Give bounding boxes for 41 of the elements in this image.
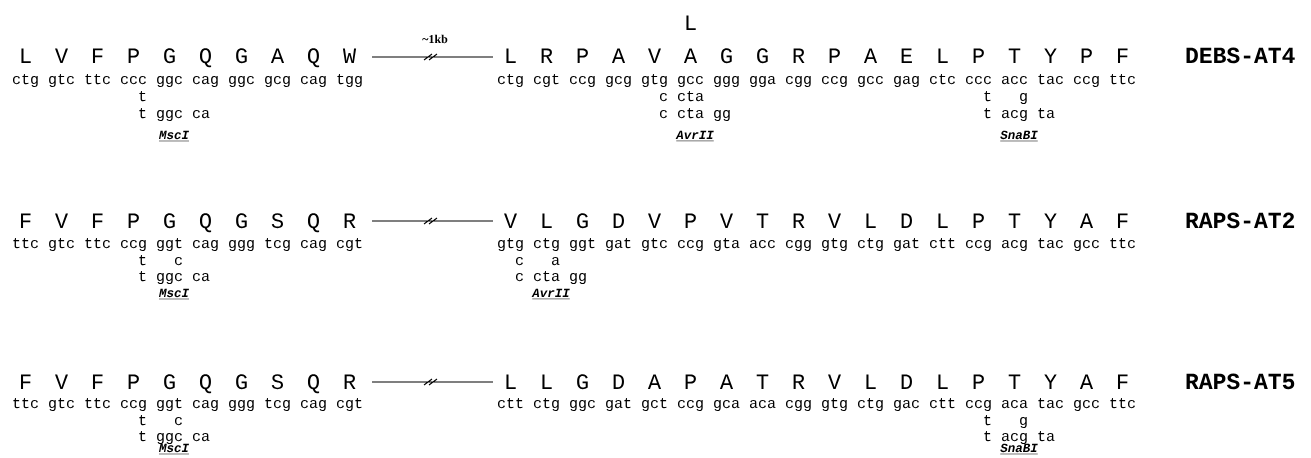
amino-acid-sequence: F V F P G Q G S Q R [21, 374, 356, 394]
mutation-bases: a [551, 256, 560, 266]
sequence-name: RAPS-AT5 [1186, 373, 1295, 390]
amino-acid-sequence: L L G D A P A T R V L D L P T Y A F [506, 374, 1128, 390]
restriction-site-name: MscI [158, 443, 190, 455]
mutation-bases: t [139, 91, 146, 102]
restriction-site-name: AvrII [675, 130, 715, 142]
restriction-site-name: SnaBI [1000, 130, 1039, 142]
mutation-bases: t acg ta [984, 108, 1055, 122]
mutation-bases: c [515, 256, 523, 266]
sequence-name: DEBS-AT4 [1186, 47, 1295, 64]
residue-substitution: L [686, 15, 696, 30]
codon-sequence: ctt ctg ggc gat gct ccg gca aca cgg gtg ctg gac ctt ccg aca tac gcc ttc [497, 398, 1135, 412]
restriction-site-name: AvrII [531, 288, 571, 300]
mutation-bases: g [1020, 92, 1027, 105]
mutation-bases: t [984, 415, 991, 426]
mutation-bases: g [1020, 416, 1027, 429]
amino-acid-sequence: V L G D V P V T R V L D L P T Y A F [504, 213, 1128, 229]
mutation-bases: c cta gg [515, 271, 586, 285]
mutation-bases: c cta gg [659, 108, 730, 122]
mutation-bases: t [139, 415, 146, 426]
amino-acid-sequence: L V F P G Q G A Q W [21, 48, 357, 68]
mutation-bases: t [984, 91, 991, 102]
amino-acid-sequence: L R P A V A G G R P A E L P T Y P F [506, 48, 1128, 64]
restriction-site-name: SnaBI [1000, 443, 1039, 455]
codon-sequence: ctg cgt ccg gcg gtg gcc ggg gga cgg ccg gcc gag ctc ccc acc tac ccg ttc [497, 74, 1135, 88]
gap-length-label: ~1kb [422, 34, 448, 44]
restriction-site-name: MscI [158, 288, 190, 300]
mutation-bases: t ggc ca [139, 271, 210, 285]
mutation-bases: c [174, 256, 182, 266]
codon-sequence: ctg gtc ttc ccc ggc cag ggc gcg cag tgg [12, 74, 362, 88]
mutation-bases: c cta [659, 91, 704, 102]
codon-sequence: ttc gtc ttc ccg ggt cag ggg tcg cag cgt [13, 238, 362, 252]
amino-acid-sequence: F V F P G Q G S Q R [21, 213, 356, 233]
sequence-name: RAPS-AT2 [1186, 212, 1295, 229]
mutation-bases: t [139, 255, 146, 266]
mutation-bases: c [174, 416, 182, 426]
restriction-site-name: MscI [158, 130, 190, 142]
codon-sequence: gtg ctg ggt gat gtc ccg gta acc cgg gtg ctg gat ctt ccg acg tac gcc ttc [498, 238, 1135, 252]
mutation-bases: t ggc ca [139, 108, 210, 122]
codon-sequence: ttc gtc ttc ccg ggt cag ggg tcg cag cgt [13, 398, 362, 412]
